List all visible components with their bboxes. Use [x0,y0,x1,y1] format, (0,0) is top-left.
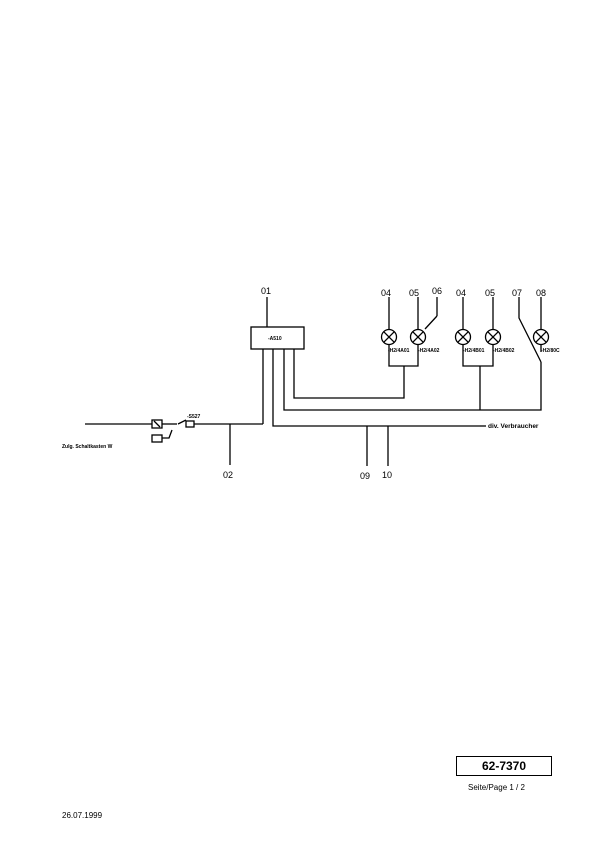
label-01: 01 [261,286,271,296]
left-note: Zulg. Schaltkasten W [62,444,113,450]
switch-return-wire [162,429,173,439]
label-06: 06 [432,286,442,296]
lamp-2-cross-b [412,331,424,343]
document-number: 62-7370 [456,756,552,776]
switch-07 [518,297,542,363]
lamp-1-label: -H2/4A01 [388,348,410,354]
box-out-2 [272,349,480,427]
lamp-3 [454,328,472,346]
label-05b: 05 [485,288,495,298]
label-04a: 04 [381,288,391,298]
leader-06-tail [424,315,438,330]
right-note: div. Verbraucher [488,423,539,430]
lamp-5-label: -H2/80C [541,348,560,354]
box-out-4 [293,349,405,399]
lamp-4-cross-b [487,331,499,343]
lamp-group-a-bus [388,345,419,367]
lamp-group-b-bus [462,345,494,367]
label-09: 09 [360,471,370,481]
lamp-2 [409,328,427,346]
page-indicator: Seite/Page 1 / 2 [468,783,525,792]
lamp-3-cross-b [457,331,469,343]
switch-contact [185,420,195,428]
switch-label: -S527 [187,414,201,420]
lamp-1 [380,328,398,346]
switch-blade [177,419,187,425]
lamp-3-label: -H2/4B01 [463,348,485,354]
lamp-5 [532,328,550,346]
distribution-box [250,326,305,350]
lamp-2-label: -H2/4A02 [418,348,440,354]
label-08: 08 [536,288,546,298]
lamp-4 [484,328,502,346]
label-02: 02 [223,470,233,480]
connector-mark-1 [153,420,161,428]
box-out-3 [283,349,542,411]
lamp-1-cross-b [383,331,395,343]
lamp-4-label: -H2/4B02 [493,348,515,354]
label-07: 07 [512,288,522,298]
date-stamp: 26.07.1999 [62,811,103,820]
box-label: -A510 [268,336,282,342]
connector-block-2 [151,434,163,443]
label-10: 10 [382,470,392,480]
lamp-5-cross-b [535,331,547,343]
label-05a: 05 [409,288,419,298]
label-04b: 04 [456,288,466,298]
